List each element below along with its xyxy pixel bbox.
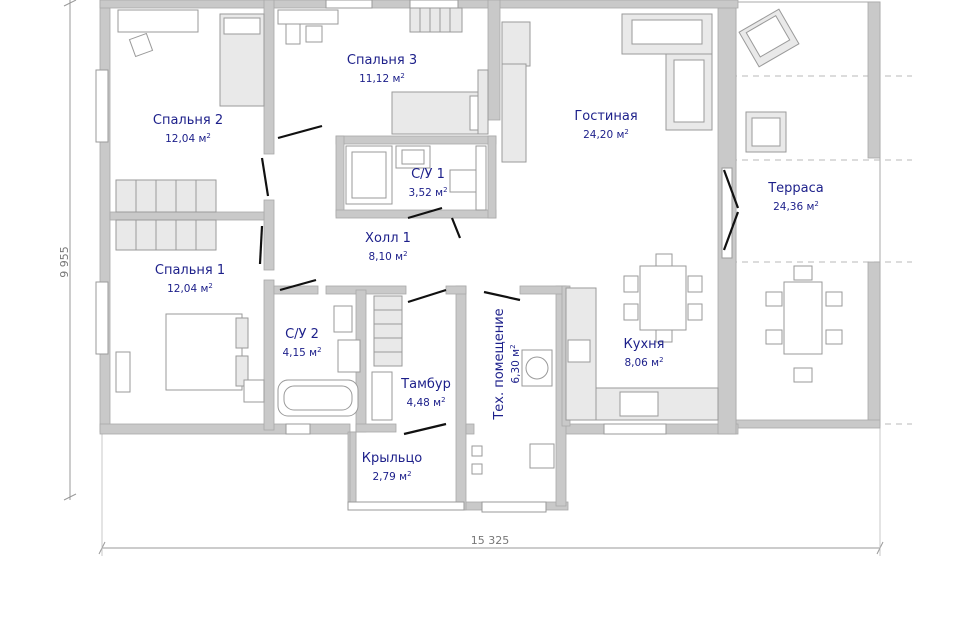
- room-label-vestibule: Тамбур 4,48 м2: [400, 377, 451, 409]
- terrace-furniture: [738, 8, 843, 383]
- room-label-living: Гостиная 24,20 м2: [574, 109, 637, 141]
- dimension-lines: [63, 0, 884, 556]
- dimension-width: 15 325: [471, 534, 510, 547]
- room-name: Спальня 2: [153, 113, 223, 128]
- room-area: 24,36 м2: [773, 200, 819, 213]
- room-name: Тех. помещение: [492, 308, 507, 420]
- room-name: Холл 1: [365, 231, 411, 246]
- vestibule-furniture: [371, 295, 403, 421]
- room-name: Кухня: [624, 337, 665, 352]
- room-name: С/У 1: [411, 167, 445, 182]
- room-area: 6,30 м2: [509, 344, 522, 383]
- room-name: Гостиная: [574, 109, 637, 124]
- room-area: 8,10 м2: [368, 250, 407, 263]
- room-name: Тамбур: [400, 377, 451, 392]
- kitchen-furniture: [565, 253, 719, 421]
- room-label-hall1: Холл 1 8,10 м2: [365, 231, 411, 263]
- room-label-bedroom2: Спальня 2 12,04 м2: [153, 113, 223, 145]
- room-label-bedroom1: Спальня 1 12,04 м2: [155, 263, 225, 295]
- room-name: Спальня 1: [155, 263, 225, 278]
- room-label-tech: Тех. помещение 6,30 м2: [492, 308, 522, 420]
- room-label-bath2: С/У 2 4,15 м2: [282, 327, 321, 359]
- room-area: 3,52 м2: [408, 186, 447, 199]
- dimension-height: 9 955: [58, 246, 71, 278]
- room-label-terrace: Терраса 24,36 м2: [767, 181, 824, 213]
- room-name: Спальня 3: [347, 53, 417, 68]
- living-furniture: [501, 13, 713, 163]
- bedroom1-furniture: [115, 219, 265, 403]
- bedroom3-furniture: [277, 7, 489, 135]
- room-area: 12,04 м2: [165, 132, 211, 145]
- bath1-fixtures: [345, 145, 487, 211]
- room-area: 8,06 м2: [624, 356, 663, 369]
- room-area: 4,15 м2: [282, 346, 321, 359]
- room-area: 24,20 м2: [583, 128, 629, 141]
- room-label-bath1: С/У 1 3,52 м2: [408, 167, 447, 199]
- bedroom2-furniture: [115, 9, 265, 213]
- tech-room-equipment: [471, 349, 555, 475]
- bath2-fixtures: [277, 305, 361, 417]
- room-area: 4,48 м2: [406, 396, 445, 409]
- room-label-bedroom3: Спальня 3 11,12 м2: [347, 53, 417, 85]
- room-area: 2,79 м2: [372, 470, 411, 483]
- room-name: Крыльцо: [362, 451, 423, 466]
- porch-railing: [347, 431, 465, 511]
- doors: [258, 124, 740, 436]
- terrace-structure: [720, 1, 912, 429]
- room-area: 11,12 м2: [359, 72, 405, 85]
- room-name: С/У 2: [285, 327, 319, 342]
- room-area: 12,04 м2: [167, 282, 213, 295]
- room-label-kitchen: Кухня 8,06 м2: [624, 337, 665, 369]
- room-name: Терраса: [767, 181, 824, 196]
- windows: [95, 0, 733, 513]
- room-label-porch: Крыльцо 2,79 м2: [362, 451, 423, 483]
